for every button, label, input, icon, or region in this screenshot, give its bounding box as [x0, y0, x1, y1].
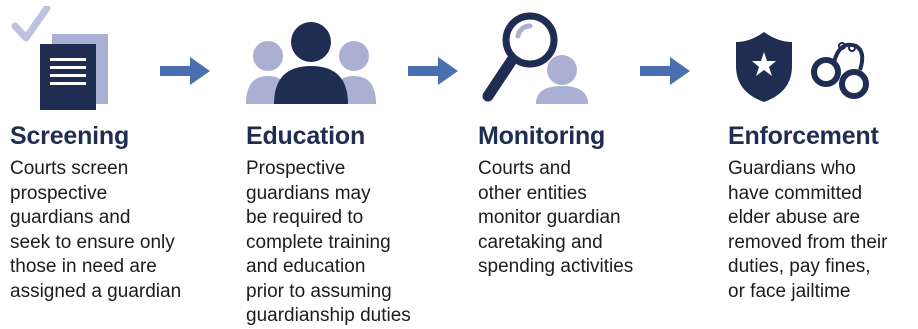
group-people-icon [246, 22, 376, 104]
badge-handcuffs-icon [736, 32, 869, 102]
step-title: Screening [10, 122, 130, 150]
document-check-icon [11, 6, 108, 110]
step-title: Enforcement [728, 122, 879, 150]
step-description: Courts screen prospective guardians and … [10, 158, 182, 302]
arrow-right-icon [160, 57, 210, 85]
magnifier-person-icon [482, 12, 588, 104]
step-title: Monitoring [478, 122, 606, 150]
step-description: Guardians who have committed elder abuse… [728, 158, 888, 302]
step-description: Courts and other entities monitor guardi… [478, 158, 634, 277]
step-title: Education [246, 122, 366, 150]
step-description: Prospective guardians may be required to… [246, 158, 411, 326]
arrow-right-icon [408, 57, 458, 85]
arrow-right-icon [640, 57, 690, 85]
